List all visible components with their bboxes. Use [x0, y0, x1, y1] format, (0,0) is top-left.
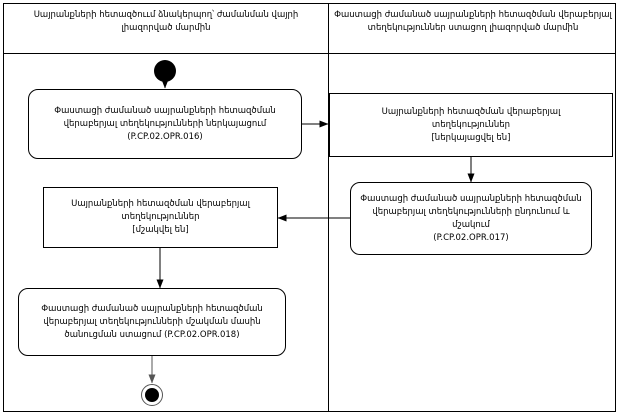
- activity-node-017-line-4: (P.CP.02.OPR.017): [433, 232, 509, 243]
- object-node-processed-line-2: տեղեկություններ: [121, 212, 200, 222]
- activity-node-017-label: Փաստացի ժամանած սայրանքների հետազծման վե…: [360, 193, 582, 245]
- object-node-submitted-line-1: Սայրանքների հետազծման վերաբերյալ: [381, 106, 561, 117]
- activity-node-017[interactable]: Փաստացի ժամանած սայրանքների հետազծման վե…: [350, 182, 592, 255]
- diagram-outer-frame: [3, 3, 616, 412]
- activity-node-017-line-2: վերաբերյալ տեղեկությունների ընդունում և: [372, 206, 570, 217]
- final-node: [141, 384, 163, 406]
- activity-node-016[interactable]: Փաստացի ժամանած սայրանքների հետազծման վե…: [28, 89, 302, 159]
- object-node-processed-line-1: Սայրանքների հետազծման վերաբերյալ: [71, 199, 250, 209]
- swimlane-right-header-divider: [329, 53, 616, 54]
- activity-node-017-line-1: Փաստացի ժամանած սայրանքների հետազծման: [360, 193, 582, 204]
- object-node-information-processed-label: Սայրանքների հետազծման վերաբերյալ տեղեկու…: [71, 198, 250, 237]
- activity-node-016-line-1: Փաստացի ժամանած սայրանքների հետազծման: [54, 105, 276, 116]
- object-node-submitted-line-3: [ներկայացվել են]: [431, 132, 511, 143]
- object-node-information-submitted-label: Սայրանքների հետազծման վերաբերյալ տեղեկու…: [382, 106, 561, 145]
- swimlane-vertical-divider: [328, 3, 329, 412]
- initial-node: [154, 60, 176, 82]
- activity-node-017-line-3: մշակում: [452, 219, 490, 230]
- object-node-information-processed[interactable]: Սայրանքների հետազծման վերաբերյալ տեղեկու…: [43, 187, 278, 248]
- activity-node-018-line-2: վերաբերյալ տեղեկությունների մշակման մասի…: [43, 316, 261, 327]
- object-node-submitted-line-2: տեղեկություններ: [431, 119, 511, 130]
- activity-node-016-line-2: վերաբերյալ տեղեկությունների ներկայացում: [63, 118, 267, 129]
- activity-node-018-line-3: ծանուցման ստացում (P.CP.02.OPR.018): [64, 329, 240, 340]
- object-node-information-submitted[interactable]: Սայրանքների հետազծման վերաբերյալ տեղեկու…: [329, 93, 613, 157]
- activity-node-018-line-1: Փաստացի ժամանած սայրանքների հետազծման: [41, 303, 263, 314]
- activity-node-018-label: Փաստացի ժամանած սայրանքների հետազծման վե…: [41, 303, 263, 342]
- swimlane-left-header-divider: [3, 53, 329, 54]
- swimlane-left-title: Սայրանքների հետազծոււմ ձնակերպող՝ ժամանմ…: [33, 10, 299, 33]
- final-node-inner: [145, 388, 159, 402]
- activity-node-016-label: Փաստացի ժամանած սայրանքների հետազծման վե…: [54, 105, 276, 144]
- activity-node-018[interactable]: Փաստացի ժամանած սայրանքների հետազծման վե…: [18, 288, 286, 356]
- activity-node-016-line-3: (P.CP.02.OPR.016): [127, 131, 203, 142]
- swimlane-right-title: Փաստացի ժամանած սայրանքների հետազծման վե…: [334, 10, 612, 33]
- object-node-processed-line-3: [մշակվել են]: [132, 225, 189, 235]
